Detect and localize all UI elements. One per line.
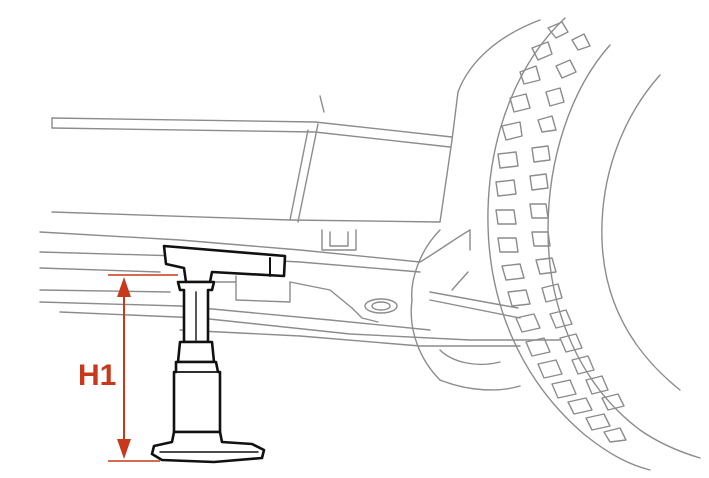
vehicle-body [39,19,561,391]
tire-tread [495,21,627,443]
jack-stand-collar [176,340,216,364]
jack-stand-saddle [162,244,287,284]
height-dimension: H1 [78,274,178,462]
dimension-arrow-top [117,277,131,297]
jack-stand [150,244,287,464]
jack-stand-base [150,430,266,464]
tire [487,17,701,471]
dimension-label: H1 [78,359,116,392]
dimension-arrow-bottom [117,439,131,459]
